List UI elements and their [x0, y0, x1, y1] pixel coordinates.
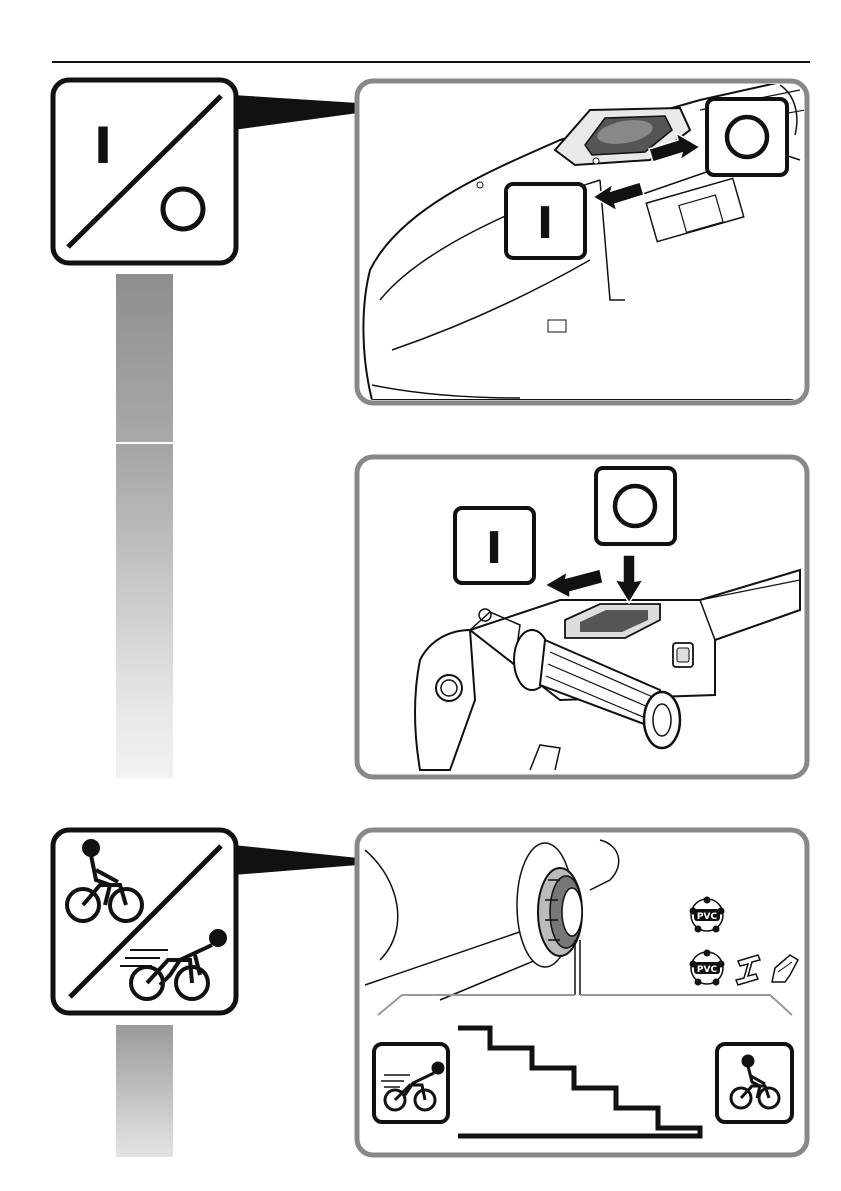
- on-position-label: I: [537, 198, 553, 249]
- pvc-label: PVC: [697, 912, 718, 922]
- on-off-symbol-panel: I: [53, 80, 358, 263]
- manufacturer-logo-icon: [673, 643, 693, 667]
- figure-3-speed-dial: PVC PVC: [357, 830, 807, 1155]
- on-symbol-label: I: [94, 117, 113, 175]
- figure-2-switch-lock: I: [357, 457, 807, 777]
- on-position-label-box: I: [455, 508, 534, 583]
- on-position-label: I: [486, 523, 502, 574]
- on-position-label-box: I: [506, 184, 585, 258]
- figure-1-switch-slide: I: [357, 80, 810, 403]
- speed-symbol-panel: [53, 830, 358, 1013]
- fast-speed-box: [374, 1044, 448, 1122]
- off-position-label-box: [707, 99, 787, 175]
- pointer-wedge: [233, 845, 358, 875]
- off-position-label-box: [596, 468, 675, 544]
- slow-speed-box: [717, 1044, 792, 1122]
- pointer-wedge: [233, 95, 358, 130]
- pvc-label: PVC: [697, 965, 718, 975]
